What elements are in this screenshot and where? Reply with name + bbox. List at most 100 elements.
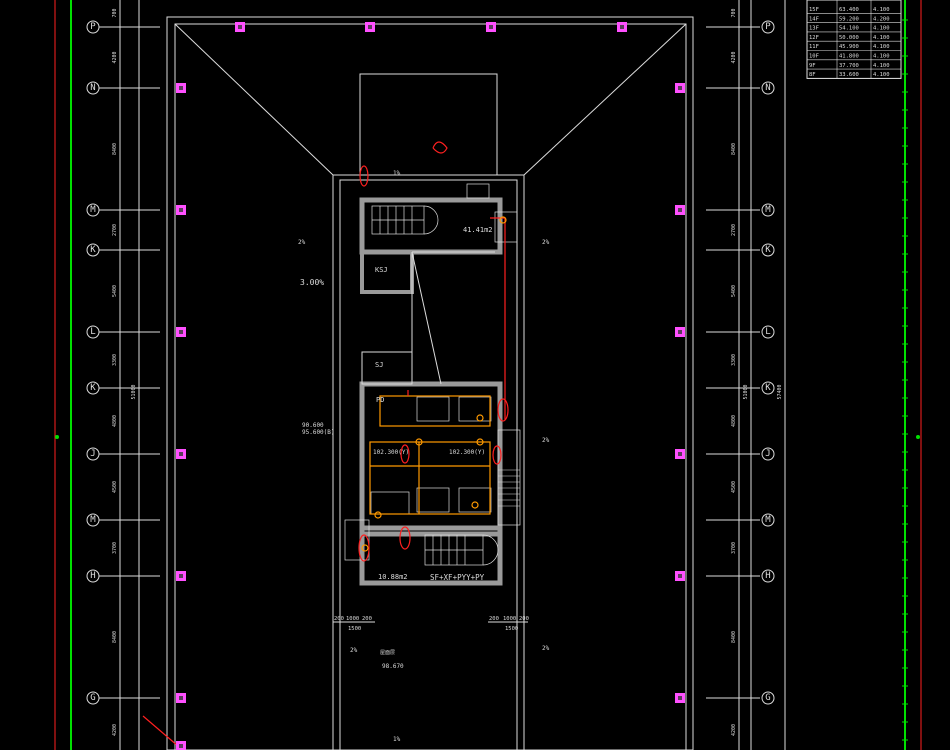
table-cell: 4.100: [873, 72, 890, 78]
axis-bubble: [761, 203, 775, 217]
dim-text: 5400: [731, 285, 737, 297]
dim-text: 4200: [731, 51, 737, 63]
axis-bubble: [86, 381, 100, 395]
room-area-bottom: 10.88m2: [378, 573, 408, 581]
dim-text: 4200: [112, 51, 118, 63]
table-cell: 4.200: [873, 16, 890, 22]
table-cell: 63.400: [839, 7, 859, 13]
table-cell: 37.700: [839, 63, 859, 69]
axis-label: M: [765, 515, 771, 525]
axis-bubble: [86, 203, 100, 217]
axis-bubble: [86, 20, 100, 34]
axis-bubble: [761, 243, 775, 257]
dim-text: 3700: [112, 542, 118, 554]
column-core: [620, 25, 624, 29]
table-cell: 41.800: [839, 54, 859, 60]
frame-ticks: [902, 19, 908, 741]
table-cell: 4.100: [873, 35, 890, 41]
table-cell: 33.600: [839, 72, 859, 78]
dim-text: 8400: [112, 631, 118, 643]
elev-bottom: 98.670: [382, 663, 404, 670]
room-elev-text: 屋面层: [380, 650, 395, 656]
dim-total-right: 51000: [743, 384, 749, 399]
axis-label: N: [90, 83, 95, 93]
dim-text: 2700: [112, 224, 118, 236]
axis-label: J: [90, 449, 95, 459]
axis-label: N: [765, 83, 770, 93]
table-cell: 10F: [809, 54, 819, 60]
dim-text: 3700: [731, 542, 737, 554]
roof-outline: [166, 16, 694, 750]
column-core: [678, 452, 682, 456]
axis-bubble: [86, 569, 100, 583]
axis-bubble: [761, 447, 775, 461]
column-core: [678, 330, 682, 334]
axis-bubble: [86, 447, 100, 461]
axis-bubble: [761, 325, 775, 339]
table-cell: 15F: [809, 7, 819, 13]
table-cell: 4.100: [873, 63, 890, 69]
column-core: [368, 25, 372, 29]
table-cell: 45.900: [839, 44, 859, 50]
axis-label: M: [90, 515, 96, 525]
table-cell: 54.100: [839, 26, 859, 32]
axis-left: PNMKLKJMHG700420084002700540033004800450…: [86, 0, 160, 750]
pct-right2: 2%: [542, 437, 550, 444]
table-cell: 11F: [809, 44, 819, 50]
dim-text: 700: [731, 8, 737, 17]
room-sj: SJ: [375, 361, 383, 369]
dim-text: 4800: [731, 415, 737, 427]
elev-mid1: 90.600: [302, 422, 324, 429]
table-cell: 13F: [809, 26, 819, 32]
table-cell: 4.100: [873, 54, 890, 60]
elev-left: 102.300(Y): [373, 449, 409, 456]
axis-label: K: [765, 245, 771, 255]
table-cell: 8F: [809, 72, 816, 78]
table-cell: 4.100: [873, 7, 890, 13]
dim-text: 4500: [112, 481, 118, 493]
room-ksj: KSJ: [375, 266, 388, 274]
dim-bottom-left: 200: [362, 616, 372, 622]
dim-bottom-right-total: 1500: [505, 626, 518, 632]
slope-label: 3.00%: [300, 278, 324, 287]
interior-labels: 3.00% KSJ SJ PD 41.41m2 10.88m2 SF+XF+PY…: [298, 170, 550, 743]
service-core: [344, 183, 521, 586]
axis-label: J: [765, 449, 770, 459]
dim-text: 8400: [731, 143, 737, 155]
dim-text: 3300: [731, 354, 737, 366]
axis-bubble: [761, 381, 775, 395]
axis-bubble: [761, 691, 775, 705]
table-cell: 4.100: [873, 26, 890, 32]
column-core: [179, 744, 183, 748]
axis-bubble: [86, 691, 100, 705]
room-area-top: 41.41m2: [463, 226, 493, 234]
pct-left: 2%: [298, 239, 306, 246]
dim-bottom-left: 200: [334, 616, 344, 622]
column-core: [678, 86, 682, 90]
dim-text: 4500: [731, 481, 737, 493]
column-markers: [176, 22, 685, 750]
elev-right: 102.300(Y): [449, 449, 485, 456]
column-core: [678, 696, 682, 700]
axis-bubble: [86, 513, 100, 527]
table-cell: 4.100: [873, 44, 890, 50]
axis-bubble: [761, 81, 775, 95]
axis-label: G: [90, 693, 95, 703]
axis-label: L: [90, 327, 95, 337]
axis-bubble: [86, 325, 100, 339]
pct-bottom-right: 2%: [542, 645, 550, 652]
dim-total-outer: 57400: [777, 384, 783, 399]
dim-text: 2700: [731, 224, 737, 236]
dim-text: 4200: [731, 724, 737, 736]
table-cell: 12F: [809, 35, 819, 41]
dim-bottom-right: 1000: [503, 616, 516, 622]
column-core: [179, 86, 183, 90]
axis-bubble: [761, 20, 775, 34]
axis-right: PNMKLKJMHG700420084002700540033004800450…: [706, 0, 786, 750]
dim-text: 8400: [731, 631, 737, 643]
column-core: [678, 574, 682, 578]
column-core: [238, 25, 242, 29]
elev-mid2: 95.600(B): [302, 429, 335, 436]
